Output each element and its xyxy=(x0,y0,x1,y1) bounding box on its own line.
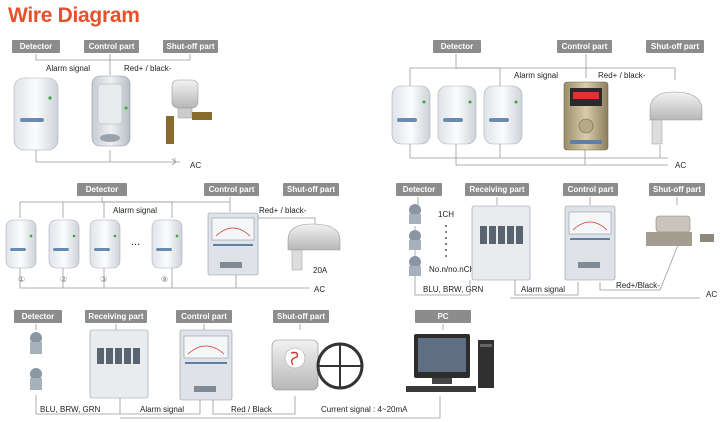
s5-pc-header: PC xyxy=(415,310,471,323)
s4-receiving-device xyxy=(471,205,531,281)
s3-detector-devices xyxy=(5,219,183,269)
s2-control-header: Control part xyxy=(557,40,612,53)
s3-ac-label: AC xyxy=(314,285,326,294)
s3-number-9: ⑨ xyxy=(161,275,169,284)
s2-shutoff-device xyxy=(649,91,703,145)
s5-detector-header: Detector xyxy=(14,310,62,323)
s4-shutoff-header: Shut-off part xyxy=(649,183,705,196)
s4-ac-label: AC xyxy=(706,290,718,299)
s3-shutoff-header: Shut-off part xyxy=(283,183,339,196)
s4-alarm-label: Alarm signal xyxy=(521,285,566,294)
s3-number-1: ① xyxy=(18,275,26,284)
s1-shutoff-header: Shut-off part xyxy=(163,40,218,53)
s4-1ch-label: 1CH xyxy=(438,210,455,219)
s1-detector-header: Detector xyxy=(12,40,60,53)
s2-detector-devices xyxy=(391,85,523,145)
s1-control-header: Control part xyxy=(84,40,139,53)
s3-alarm-label: Alarm signal xyxy=(113,206,158,215)
s4-dots xyxy=(445,225,447,257)
s2-shutoff-header: Shut-off part xyxy=(646,40,704,53)
s5-shutoff-header: Shut-off part xyxy=(273,310,329,323)
s4-control-header: Control part xyxy=(563,183,618,196)
s5-control-header: Control part xyxy=(176,310,232,323)
s2-control-device xyxy=(563,81,609,151)
s3-control-header: Control part xyxy=(204,183,259,196)
s3-ellipsis: ... xyxy=(131,236,141,248)
s2-alarm-label: Alarm signal xyxy=(514,71,559,80)
s5-current-label: Current signal : 4~20mA xyxy=(321,405,408,414)
s1-control-device xyxy=(91,75,131,147)
s4-wires-label: BLU, BRW, GRN xyxy=(423,285,484,294)
s5-shutoff-device xyxy=(271,339,364,391)
s1-alarm-label: Alarm signal xyxy=(46,64,91,73)
s4-shutoff-device xyxy=(646,215,714,246)
s4-control-device xyxy=(564,205,616,281)
s5-receiving-header: Receiving part xyxy=(85,310,147,323)
s5-wires-label: BLU, BRW, GRN xyxy=(40,405,101,414)
s4-receiving-header: Receiving part xyxy=(465,183,529,196)
s5-detector-devices xyxy=(30,332,42,390)
s5-control-device xyxy=(179,329,233,401)
s3-redblack-label: Red+ / black- xyxy=(259,206,307,215)
s5-redblack-label: Red / Black xyxy=(231,405,272,414)
s2-redblack-label: Red+ / black- xyxy=(598,71,646,80)
s1-shutoff-device xyxy=(166,79,212,144)
s3-number-3: ③ xyxy=(100,275,108,284)
s1-detector-device xyxy=(13,77,59,151)
s4-redblack-label: Red+/Black- xyxy=(616,281,660,290)
s3-shutoff-device xyxy=(287,223,341,271)
s4-detector-header: Detector xyxy=(396,183,442,196)
s4-detector-devices xyxy=(409,204,421,276)
s5-alarm-label: Alarm signal xyxy=(140,405,185,414)
s5-pc-device xyxy=(406,334,494,392)
page-title: Wire Diagram xyxy=(8,4,140,27)
s3-control-device xyxy=(207,212,259,276)
s3-detector-header: Detector xyxy=(77,183,127,196)
s3-number-2: ② xyxy=(60,275,68,284)
s1-redblack-label: Red+ / black- xyxy=(124,64,172,73)
s1-ac-label: AC xyxy=(190,161,202,170)
s5-receiving-device xyxy=(89,329,149,399)
s2-detector-header: Detector xyxy=(433,40,481,53)
s4-nch-label: No.n/no.nCH xyxy=(429,265,476,274)
s2-ac-label: AC xyxy=(675,161,687,170)
s3-amp-label: 20A xyxy=(313,266,328,275)
